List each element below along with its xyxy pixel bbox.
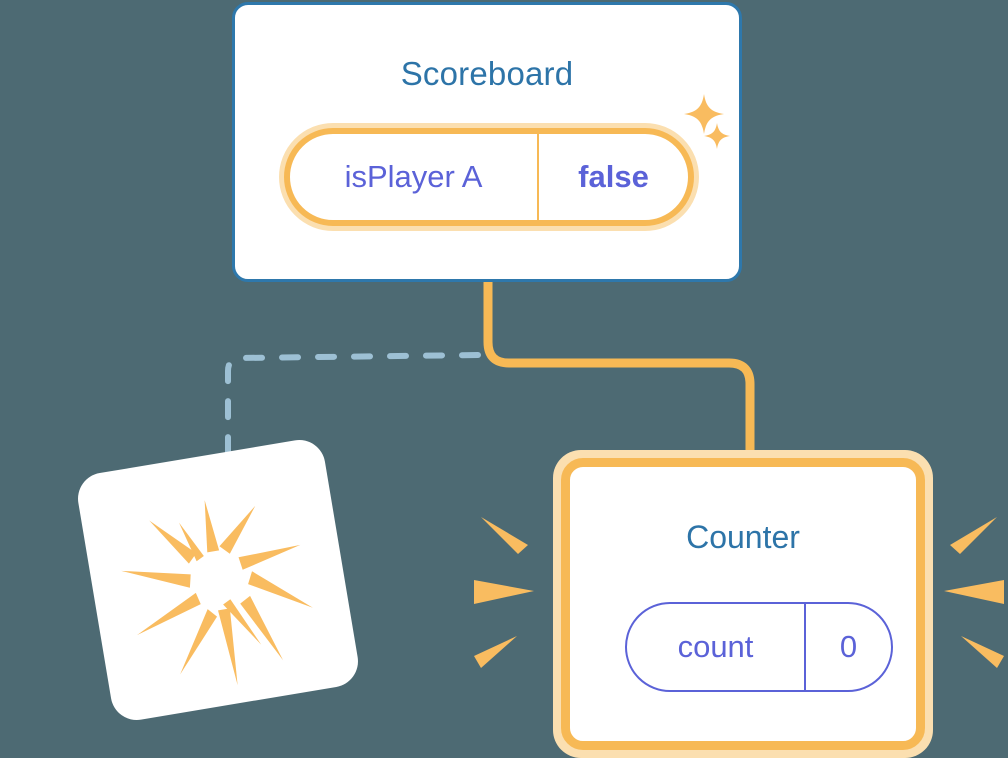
state-key-label: isPlayer A: [290, 134, 539, 220]
state-key-label: count: [627, 604, 806, 690]
node-card-counter[interactable]: Counter count 0: [553, 450, 933, 758]
page-title-scoreboard: Scoreboard: [400, 55, 574, 92]
state-value-label: false: [578, 159, 649, 194]
card-counter-inner: Counter count 0: [561, 458, 925, 750]
node-card-burst[interactable]: [74, 436, 362, 724]
state-value-label: 0: [839, 629, 858, 664]
node-card-scoreboard[interactable]: Scoreboard isPlayer A false: [232, 2, 742, 282]
burst-rays-icon: [121, 500, 313, 686]
pill-halo: [279, 123, 699, 231]
state-pill-scoreboard[interactable]: isPlayer A false: [279, 123, 699, 231]
burst-rays-right-icon: [930, 500, 1008, 695]
pill-ring: isPlayer A false: [284, 128, 694, 226]
connector-scoreboard-to-counter: [483, 277, 755, 465]
burst-rays-left-icon: [470, 500, 550, 695]
state-pill-counter[interactable]: count 0: [625, 602, 893, 692]
page-title-counter: Counter: [686, 519, 800, 555]
